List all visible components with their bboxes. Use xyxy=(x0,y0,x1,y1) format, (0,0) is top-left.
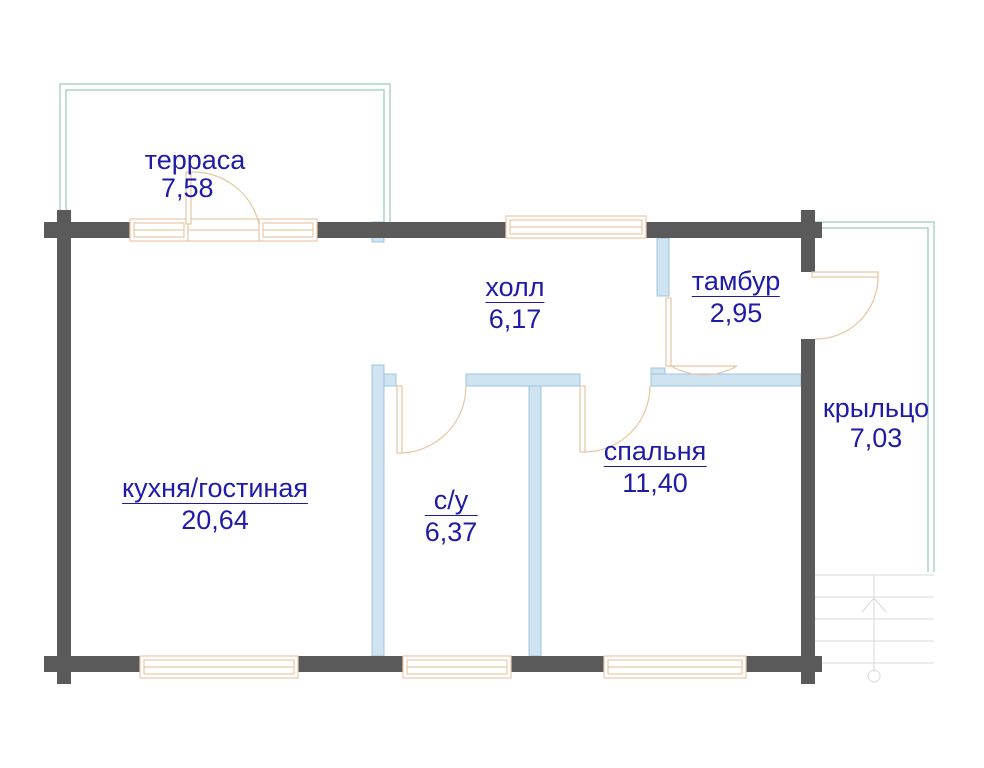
room-bathroom: с/у 6,37 xyxy=(424,485,478,547)
door-terrace xyxy=(185,171,260,225)
window-bathroom-bottom xyxy=(402,655,512,679)
door-bedroom xyxy=(579,385,651,453)
window-hall xyxy=(505,215,647,239)
room-hall: холл 6,17 xyxy=(485,272,545,334)
porch-railing xyxy=(812,221,935,572)
door-bathroom xyxy=(396,385,467,454)
windows xyxy=(129,215,747,679)
room-area-porch: 7,03 xyxy=(849,423,903,453)
room-area-bathroom: 6,37 xyxy=(424,515,478,547)
room-area-terrace: 7,58 xyxy=(161,173,214,203)
room-name-vestibule: тамбур xyxy=(691,266,781,296)
room-kitchen-living: кухня/гостиная 20,64 xyxy=(122,473,308,535)
room-area-hall: 6,17 xyxy=(485,302,545,334)
terrace-railing xyxy=(59,83,391,222)
window-kitchen-bottom xyxy=(139,655,299,679)
room-area-kitchen-living: 20,64 xyxy=(122,503,308,535)
room-name-bathroom: с/у xyxy=(433,485,469,515)
window-terrace-right xyxy=(258,218,318,242)
doors xyxy=(185,171,879,454)
room-name-porch: крыльцо xyxy=(822,393,930,423)
room-name-bedroom: спальня xyxy=(603,436,707,466)
room-terrace: терраса xyxy=(145,145,246,175)
window-bedroom-bottom xyxy=(603,655,747,679)
room-vestibule: тамбур 2,95 xyxy=(691,266,781,328)
door-entrance xyxy=(811,271,879,340)
room-name-hall: холл xyxy=(485,272,545,302)
terrace-door-opening xyxy=(187,218,260,242)
room-name-terrace: терраса xyxy=(144,145,246,175)
door-vestibule-inner xyxy=(665,297,738,376)
room-bedroom: спальня 11,40 xyxy=(603,436,707,498)
room-area-bedroom: 11,40 xyxy=(603,466,707,498)
window-terrace-left xyxy=(129,218,189,242)
porch-stairs xyxy=(812,574,934,683)
room-name-kitchen-living: кухня/гостиная xyxy=(122,473,308,503)
room-area-vestibule: 2,95 xyxy=(691,296,781,328)
room-porch: крыльцо 7,03 xyxy=(823,393,929,453)
